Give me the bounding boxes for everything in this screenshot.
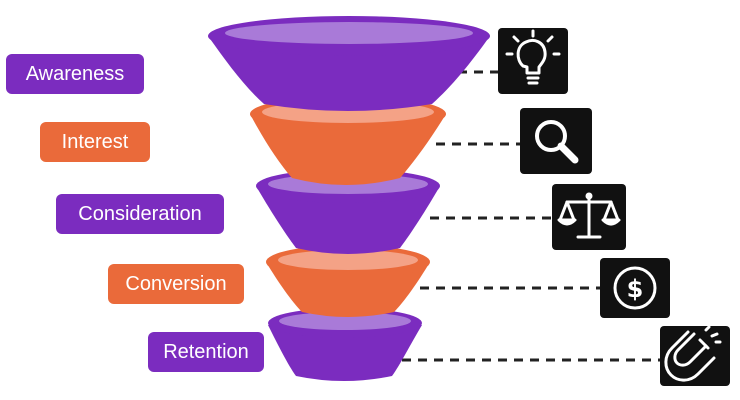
dollar-coin-icon: $ xyxy=(613,266,657,310)
magnet-icon xyxy=(664,326,722,382)
stage-label-conversion: Conversion xyxy=(108,264,244,304)
stage-label-interest: Interest xyxy=(40,122,150,162)
funnel-segment-retention xyxy=(268,308,422,381)
interest-icon-box xyxy=(520,108,592,174)
conversion-icon-box: $ xyxy=(600,258,670,318)
lightbulb-icon xyxy=(505,29,561,85)
consideration-icon-box xyxy=(552,184,626,250)
funnel-segment-awareness xyxy=(208,16,490,111)
stage-label-awareness: Awareness xyxy=(6,54,144,94)
stage-label-retention: Retention xyxy=(148,332,264,372)
funnel-segment-conversion xyxy=(266,245,430,317)
retention-icon-box xyxy=(660,326,730,386)
balance-scale-icon xyxy=(557,192,621,239)
svg-text:$: $ xyxy=(627,275,644,303)
awareness-icon-box xyxy=(498,28,568,94)
stage-label-consideration: Consideration xyxy=(56,194,224,234)
magnifier-icon xyxy=(535,120,579,164)
